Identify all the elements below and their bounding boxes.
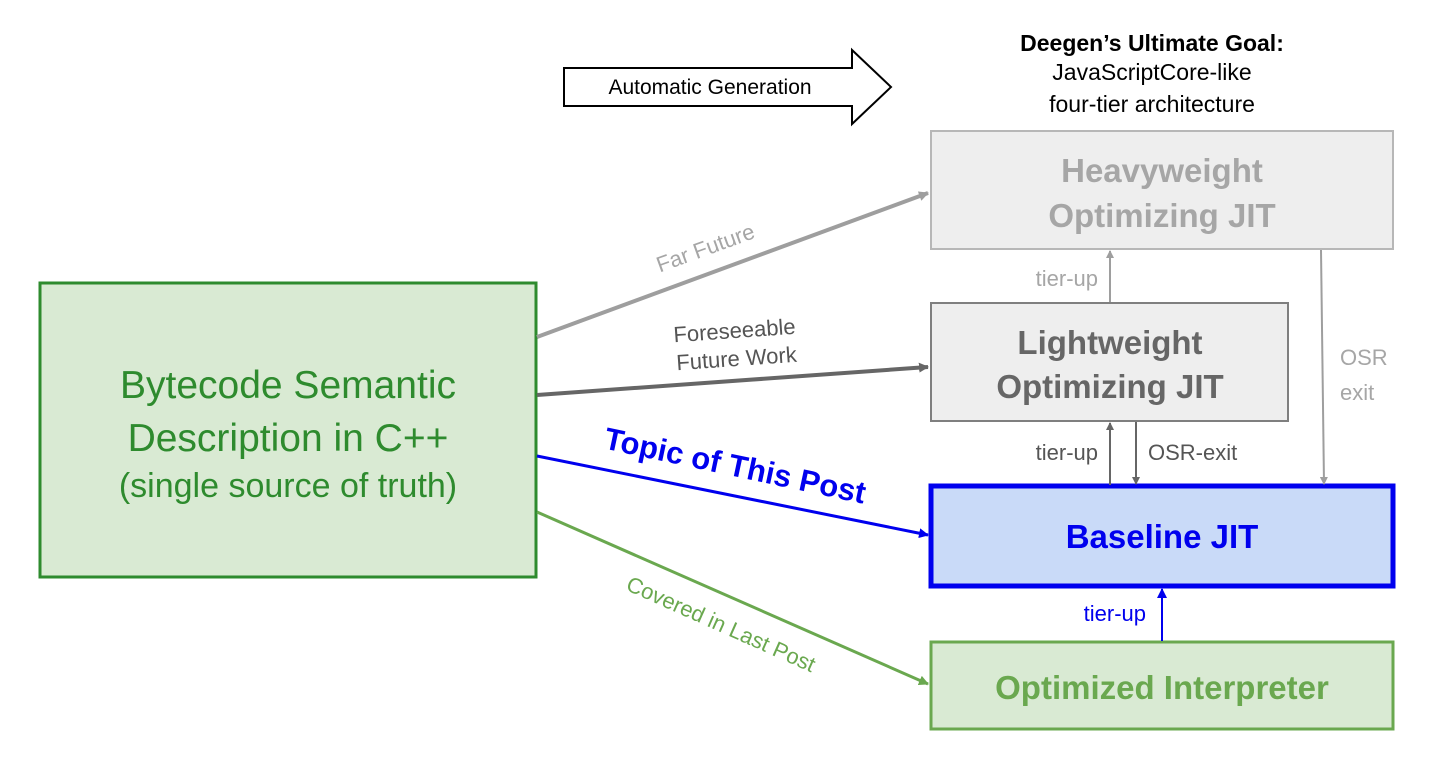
osr-exit-right-label-line-2: exit — [1340, 380, 1374, 405]
osr-exit-middle-label: OSR-exit — [1148, 440, 1237, 465]
lightweight-jit-line-2: Optimizing JIT — [996, 368, 1223, 405]
lightweight-jit-box — [930, 302, 1289, 422]
foreseeable-arrow — [536, 362, 929, 397]
tier-up-bottom-label: tier-up — [1084, 601, 1146, 626]
heavyweight-jit-line-1: Heavyweight — [1061, 152, 1263, 189]
heavyweight-jit-line-2: Optimizing JIT — [1048, 197, 1275, 234]
tier-up-middle-label: tier-up — [1036, 440, 1098, 465]
source-box-line-3: (single source of truth) — [119, 467, 457, 505]
automatic-generation-arrow — [563, 47, 893, 127]
goal-heading: Deegen’s Ultimate Goal: — [1020, 30, 1284, 56]
tier-up-top-label: tier-up — [1036, 266, 1098, 291]
optimized-interpreter-box — [929, 640, 1395, 731]
baseline-jit-box — [928, 483, 1396, 589]
source-box — [38, 281, 538, 579]
optimized-interpreter-label: Optimized Interpreter — [995, 669, 1329, 706]
baseline-jit-label: Baseline JIT — [1066, 518, 1259, 555]
far-future-arrow — [536, 191, 929, 339]
osr-exit-right-label-line-1: OSR — [1340, 345, 1388, 370]
osr-exit-right-arrow — [1319, 249, 1328, 485]
heavyweight-jit-box — [930, 130, 1394, 250]
source-box-line-2: Description in C++ — [128, 417, 449, 460]
far-future-label: Far Future — [653, 219, 758, 278]
topic-arrow — [536, 454, 929, 539]
covered-arrow — [536, 510, 929, 686]
automatic-generation-label: Automatic Generation — [608, 76, 811, 99]
lightweight-jit-line-1: Lightweight — [1017, 324, 1202, 361]
goal-line-1: JavaScriptCore-like — [1052, 59, 1251, 85]
goal-line-2: four-tier architecture — [1049, 91, 1255, 117]
source-box-line-1: Bytecode Semantic — [120, 364, 456, 407]
foreseeable-label-line-2: Future Work — [675, 342, 798, 375]
